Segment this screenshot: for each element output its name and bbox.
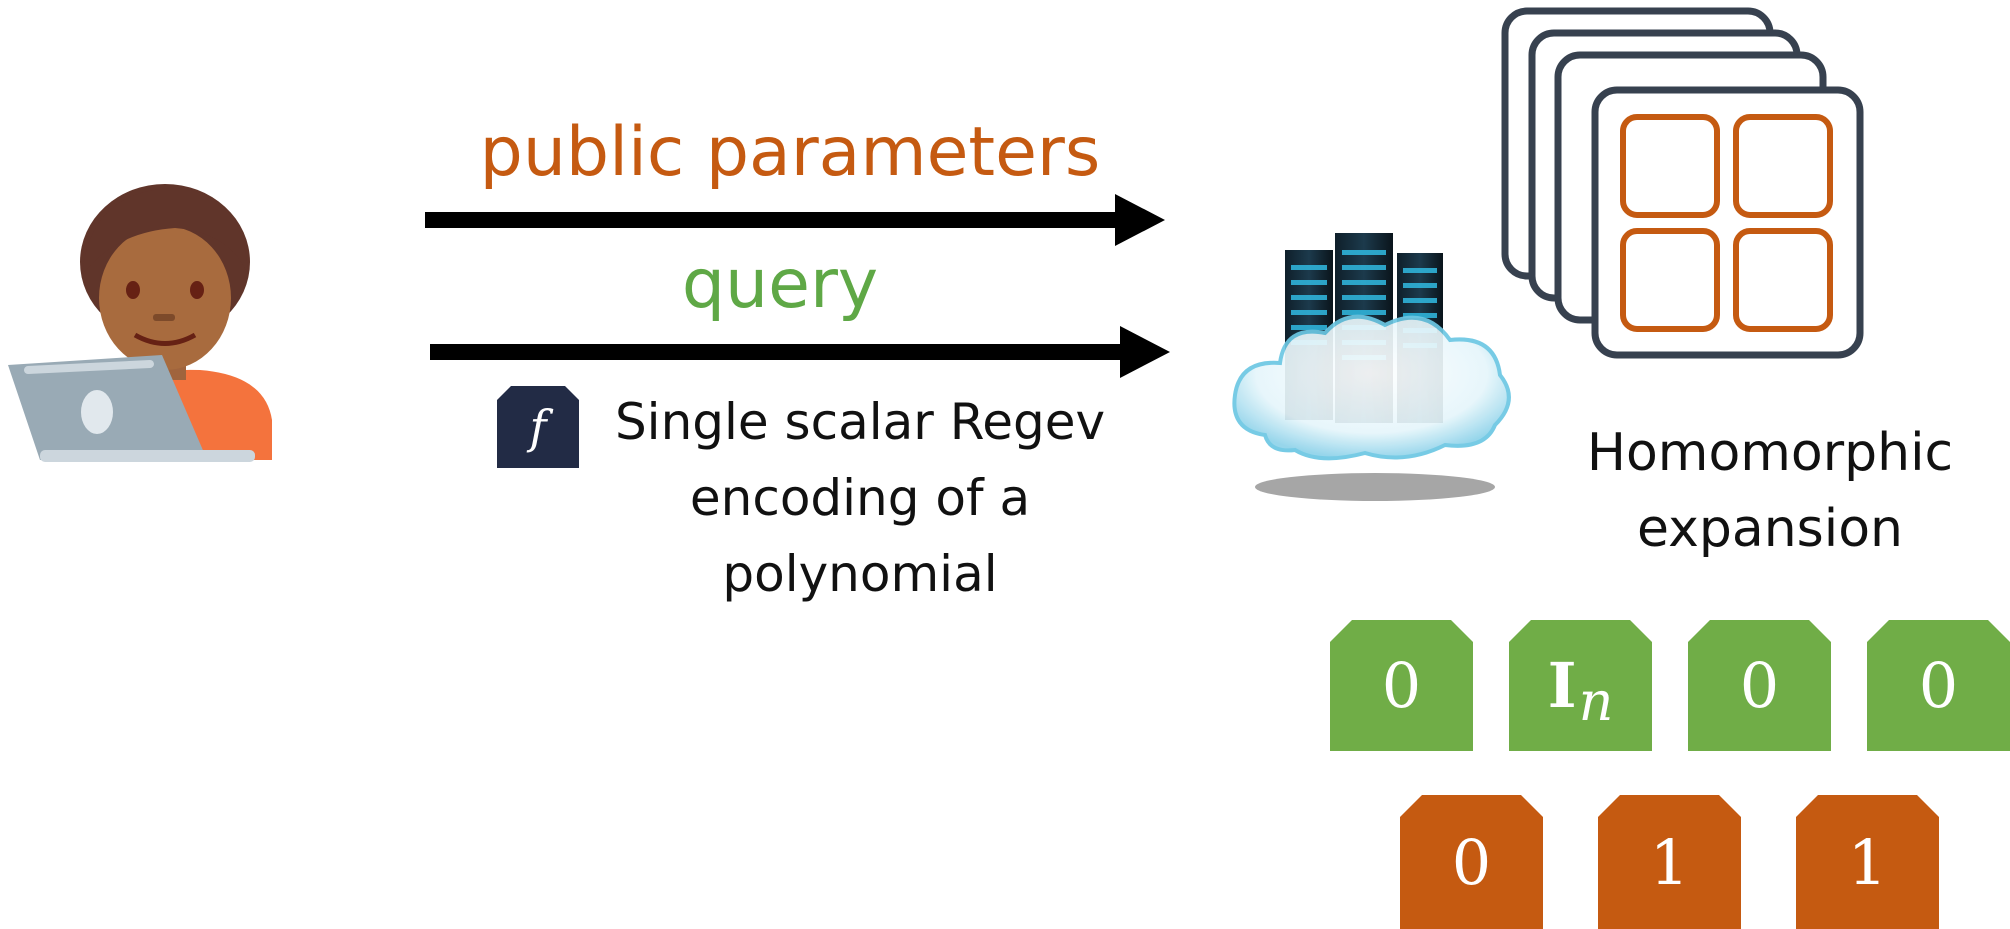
green-tile: 0: [1330, 620, 1473, 751]
tile-value: 0: [1381, 649, 1422, 722]
query-description-line-3: polynomial: [722, 545, 998, 603]
caption-line-1: Homomorphic: [1586, 423, 1954, 483]
person-with-laptop-icon: [8, 184, 272, 462]
caption-line-2: expansion: [1637, 499, 1903, 559]
query-label: query: [681, 245, 879, 324]
public-parameters-label: public parameters: [479, 113, 1101, 192]
orange-tile: 1: [1796, 795, 1939, 929]
query-description-line-2: encoding of a: [689, 469, 1031, 527]
orange-tile: 1: [1598, 795, 1741, 929]
query-arrow: [430, 326, 1170, 378]
tile-value: 1: [1649, 825, 1690, 899]
public-parameters-arrow: [425, 194, 1165, 246]
green-tile: 0: [1688, 620, 1831, 751]
tile-value: 0: [1918, 649, 1959, 722]
tile-value: 0: [1739, 649, 1780, 722]
green-tile: 0: [1867, 620, 2010, 751]
tile-subscript: n: [1578, 670, 1614, 733]
function-badge-icon: f: [497, 386, 579, 468]
stacked-grid-documents-icon: [1501, 7, 1864, 359]
homomorphic-expansion-caption: Homomorphic expansion: [1560, 415, 1980, 567]
tile-value: 1: [1847, 825, 1888, 899]
query-description-line-1: Single scalar Regev: [614, 393, 1106, 451]
orange-tile: 0: [1400, 795, 1543, 929]
tile-value: I: [1547, 649, 1577, 722]
tile-value: 0: [1451, 825, 1492, 899]
cloud-server-icon: [1232, 233, 1511, 501]
query-description: Single scalar Regev encoding of a polyno…: [595, 384, 1125, 612]
